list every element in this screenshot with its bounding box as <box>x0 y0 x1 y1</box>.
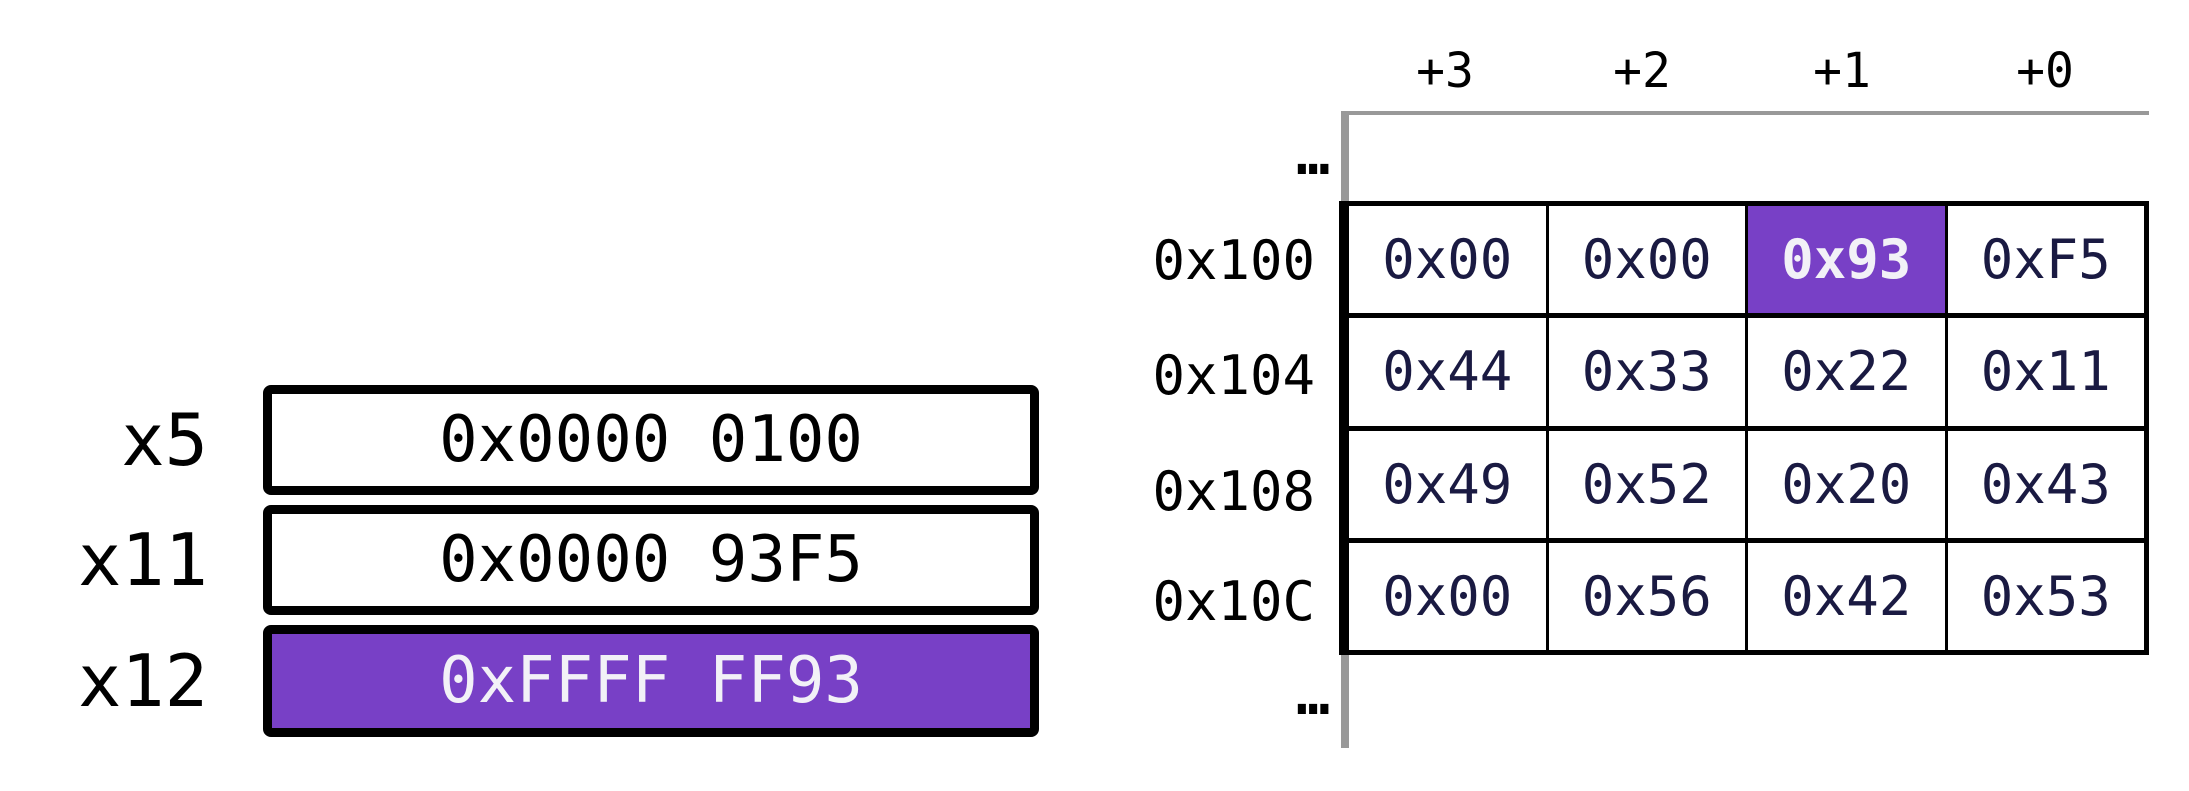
memory-left-gray-line-bottom <box>1341 653 1349 748</box>
memory-col-header-plus2: +2 <box>1613 43 1671 99</box>
memory-cell: 0x00 <box>1349 206 1546 314</box>
memory-ellipsis-bottom: … <box>1296 662 1330 728</box>
memory-address-0x100: 0x100 <box>1152 229 1315 292</box>
register-name-x11: x11 <box>77 518 208 602</box>
register-name-x12: x12 <box>77 639 208 723</box>
register-value-x5: 0x0000 0100 <box>439 403 863 477</box>
memory-cell: 0x00 <box>1349 542 1546 650</box>
register-value-box-x12-highlighted: 0xFFFF FF93 <box>263 625 1039 737</box>
register-value-box-x11: 0x0000 93F5 <box>263 505 1039 615</box>
register-value-x12: 0xFFFF FF93 <box>439 644 863 718</box>
memory-left-gray-line-top <box>1341 111 1349 203</box>
memory-cell: 0x56 <box>1548 542 1745 650</box>
memory-byte-table: 0x00 0x00 0x93 0xF5 0x44 0x33 0x22 0x11 … <box>1339 201 2149 655</box>
memory-ellipsis-top: … <box>1296 122 1330 188</box>
memory-cell: 0x11 <box>1947 318 2144 426</box>
memory-cell: 0x33 <box>1548 318 1745 426</box>
memory-top-gray-line <box>1341 111 2149 115</box>
memory-address-0x108: 0x108 <box>1152 460 1315 523</box>
memory-cell: 0x49 <box>1349 430 1546 538</box>
memory-cell: 0x22 <box>1748 318 1945 426</box>
memory-cell: 0x42 <box>1748 542 1945 650</box>
register-value-box-x5: 0x0000 0100 <box>263 385 1039 495</box>
memory-col-header-plus3: +3 <box>1416 43 1474 99</box>
register-name-x5: x5 <box>121 398 208 482</box>
memory-cell: 0x53 <box>1947 542 2144 650</box>
memory-address-0x10C: 0x10C <box>1152 570 1315 633</box>
memory-cell: 0x20 <box>1748 430 1945 538</box>
register-value-x11: 0x0000 93F5 <box>439 523 863 597</box>
memory-cell: 0xF5 <box>1947 206 2144 314</box>
memory-cell: 0x52 <box>1548 430 1745 538</box>
memory-cell-highlighted: 0x93 <box>1748 206 1945 314</box>
memory-col-header-plus0: +0 <box>2016 43 2074 99</box>
memory-cell: 0x44 <box>1349 318 1546 426</box>
memory-col-header-plus1: +1 <box>1813 43 1871 99</box>
memory-address-0x104: 0x104 <box>1152 344 1315 407</box>
memory-cell: 0x00 <box>1548 206 1745 314</box>
memory-cell: 0x43 <box>1947 430 2144 538</box>
